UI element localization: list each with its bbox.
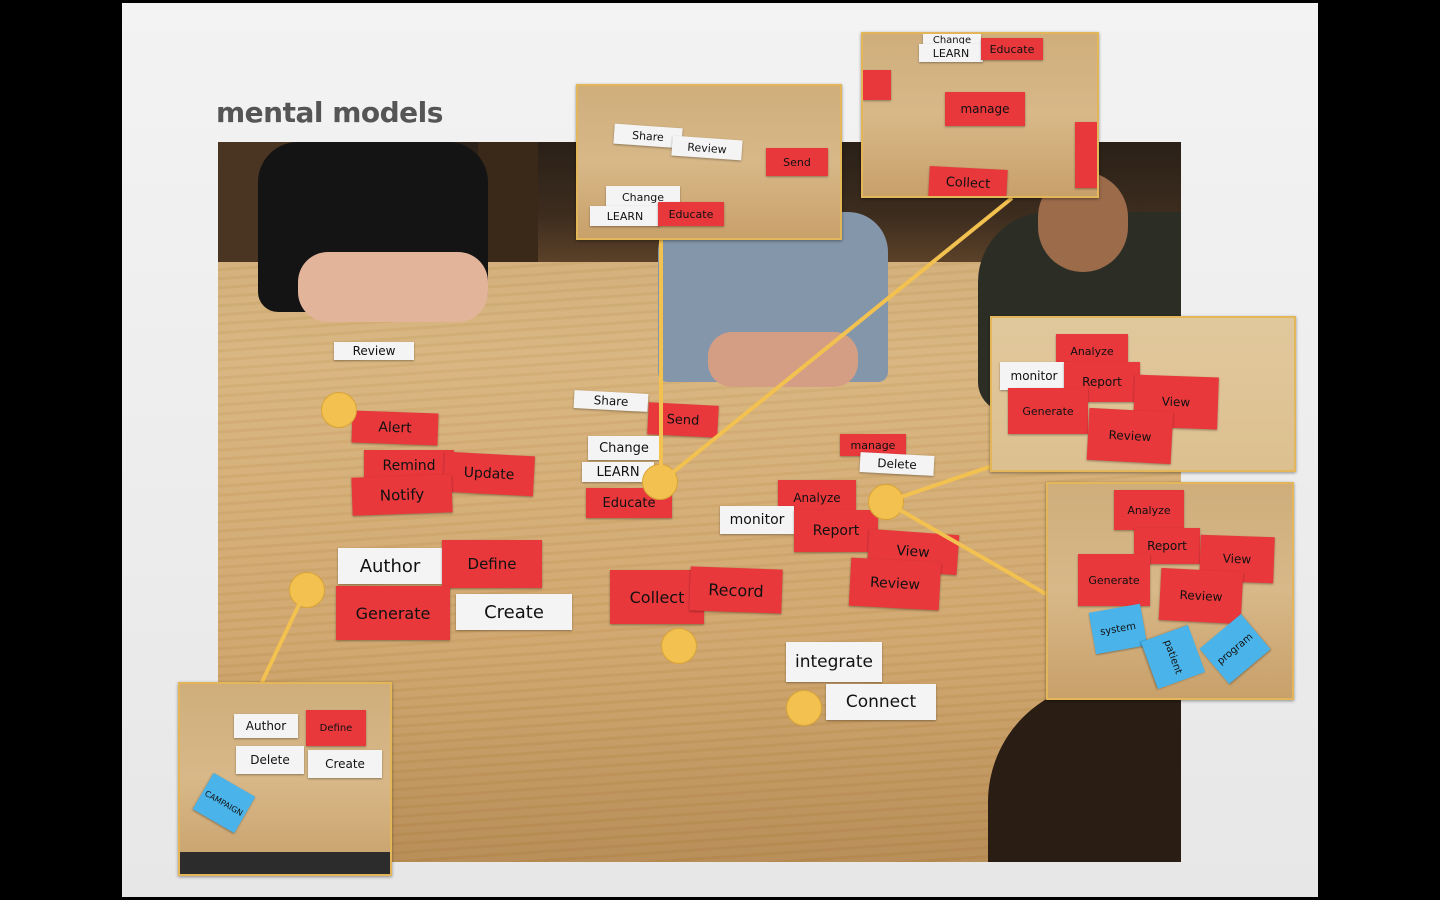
card-send: Send [647, 402, 719, 438]
inset-card-review: Review [1086, 407, 1174, 465]
card-learn: LEARN [582, 462, 654, 482]
card-connect: Connect [826, 684, 936, 720]
card-change: Change [588, 436, 660, 460]
inset-card-review: Review [1158, 567, 1244, 625]
person-center-hands [708, 332, 858, 387]
card-define: Define [442, 540, 542, 588]
card-share: Share [573, 390, 649, 412]
inset-card-learn: LEARN [919, 44, 983, 62]
inset-card-send: Send [766, 148, 828, 176]
card-integrate: integrate [786, 642, 882, 682]
highlight-dot [642, 464, 678, 500]
card-record: Record [689, 566, 783, 614]
inset-card-campaign: CAMPAIGN [192, 772, 256, 834]
highlight-dot [661, 628, 697, 664]
inset-floor [180, 852, 390, 874]
inset-card-program: program [1199, 614, 1271, 684]
card-create: Create [456, 594, 572, 630]
person-left-arms [298, 252, 488, 322]
inset-right-lower: Analyze Report View Generate Review syst… [1046, 482, 1294, 700]
card-report: Report [794, 510, 878, 552]
inset-card-collect: Collect [928, 165, 1008, 196]
inset-card-monitor: monitor [1000, 362, 1068, 390]
inset-card-analyze: Analyze [1114, 490, 1184, 530]
inset-card-delete: Delete [236, 746, 304, 774]
inset-card-educate: Educate [658, 202, 724, 226]
inset-card-educate: Educate [981, 38, 1043, 60]
card-author: Author [338, 548, 442, 584]
highlight-dot [786, 690, 822, 726]
inset-card-manage: manage [945, 92, 1025, 126]
highlight-dot [321, 392, 357, 428]
card-delete: Delete [859, 452, 935, 476]
card-alert: Alert [351, 410, 439, 446]
inset-card-generate: Generate [1008, 388, 1088, 434]
inset-card-patient: patient [1140, 624, 1206, 690]
card-review-2: Review [848, 557, 942, 611]
card-collect: Collect [610, 570, 704, 624]
inset-card-define: Define [306, 710, 366, 746]
inset-card-create: Create [308, 750, 382, 778]
inset-card-partial-right [1075, 122, 1097, 188]
card-update: Update [443, 451, 535, 497]
card-generate: Generate [336, 586, 450, 640]
card-notify: Notify [351, 474, 453, 516]
inset-card-review: Review [671, 135, 743, 161]
highlight-dot [289, 572, 325, 608]
wall-panel [478, 142, 538, 262]
inset-bottom-left: Author Define Delete Create CAMPAIGN [178, 682, 392, 876]
inset-top-right: Change LEARN Educate manage Collect [861, 32, 1099, 198]
card-monitor: monitor [720, 506, 794, 534]
slide-title: mental models [216, 96, 443, 129]
inset-card-system: system [1088, 603, 1148, 655]
inset-card-change: Change [923, 34, 981, 46]
card-review: Review [334, 342, 414, 360]
inset-card-generate: Generate [1078, 554, 1150, 606]
person-bottom-right [988, 682, 1181, 862]
inset-card-partial [863, 70, 891, 100]
inset-card-author: Author [234, 714, 298, 738]
inset-top-left: Share Review Send Change LEARN Educate [576, 84, 842, 240]
highlight-dot [868, 484, 904, 520]
inset-right-upper: Analyze monitor Report View Generate Rev… [990, 316, 1296, 472]
inset-card-learn: LEARN [590, 206, 660, 226]
